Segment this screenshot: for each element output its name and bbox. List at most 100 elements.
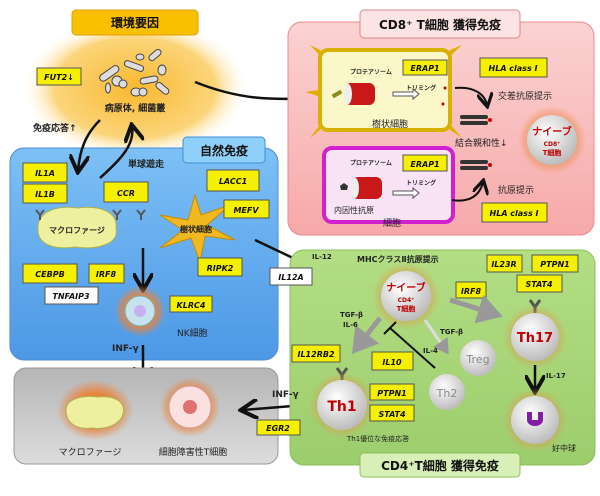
svg-text:IL10: IL10 <box>382 358 402 367</box>
arrow-to-th1 <box>351 316 382 354</box>
th1-dominant-label: Th1優位な免疫応答 <box>346 434 409 443</box>
svg-text:CD8⁺ T細胞 獲得免疫: CD8⁺ T細胞 獲得免疫 <box>379 17 501 32</box>
svg-text:RIPK2: RIPK2 <box>207 264 234 273</box>
svg-text:TNFAIP3: TNFAIP3 <box>52 292 90 301</box>
proteasome-label-dc: プロテアソーム <box>350 68 392 76</box>
svg-text:環境要因: 環境要因 <box>111 15 159 30</box>
cytotoxic-t-cell-icon <box>160 377 220 437</box>
svg-text:PTPN1: PTPN1 <box>540 260 569 269</box>
svg-text:ナイーブ: ナイーブ <box>532 125 571 138</box>
svg-text:STAT4: STAT4 <box>378 410 405 419</box>
innate-title-box: 自然免疫 <box>182 136 266 164</box>
receptor-icons <box>35 209 146 220</box>
gene-il1a: IL1A <box>22 162 68 183</box>
treg-cell: Treg <box>460 340 496 376</box>
arrow-env-to-macrophage <box>78 119 101 170</box>
svg-text:EGR2: EGR2 <box>266 424 290 433</box>
inhibition-th2 <box>383 321 436 369</box>
gene-stat4-th1: STAT4 <box>369 404 415 422</box>
svg-text:IL12A: IL12A <box>278 273 303 282</box>
th17-cell: Th17 <box>503 299 567 369</box>
svg-text:Treg: Treg <box>465 353 489 366</box>
neutrophil-cell <box>503 388 567 452</box>
gene-irf8-innate: IRF8 <box>88 263 125 284</box>
tgfb-label-1: TGF-β <box>340 311 363 319</box>
gene-mefv: MEFV <box>223 199 270 219</box>
arrow-antigen-presentation <box>451 182 483 202</box>
dc-label: 樹状細胞 <box>372 118 408 130</box>
naive-cd4-t-cell: ナイーブ CD4⁺ T細胞 <box>372 262 440 330</box>
svg-text:IL1B: IL1B <box>35 190 55 199</box>
immune-response-label: 免疫応答↑ <box>33 122 77 134</box>
cytotoxic-t-label: 細胞障害性T細胞 <box>159 446 228 458</box>
svg-text:HLA class I: HLA class I <box>490 209 539 218</box>
infg-label-th1: INF-γ <box>272 390 299 400</box>
tgfb-label-2: TGF-β <box>440 328 463 336</box>
gene-il12a: IL12A <box>269 267 313 286</box>
gene-erap1-dc: ERAP1 <box>402 59 448 76</box>
trimming-label-dc: トリミング <box>406 84 436 92</box>
monocyte-migration-label: 単球遊走 <box>128 158 164 170</box>
gene-egr2: EGR2 <box>256 419 301 436</box>
gene-ptpn1-th17: PTPN1 <box>531 254 579 273</box>
il12-label: IL-12 <box>312 253 332 261</box>
arrow-to-th17 <box>449 294 503 324</box>
svg-text:CEBPB: CEBPB <box>35 270 64 279</box>
gene-ripk2: RIPK2 <box>197 257 243 277</box>
mhc-class-ii-label: MHCクラスⅡ抗原提示 <box>357 254 439 264</box>
cd8-title-box: CD8⁺ T細胞 獲得免疫 <box>359 9 521 39</box>
gene-cebpb: CEBPB <box>22 263 78 284</box>
gene-hla-class-i-2: HLA class I <box>481 202 548 223</box>
arrow-to-treg <box>423 319 449 355</box>
svg-text:IRF8: IRF8 <box>96 270 117 279</box>
nk-cell-icon <box>114 285 166 337</box>
macrophage-icon: マクロファージ <box>37 206 117 249</box>
svg-text:T細胞: T細胞 <box>397 304 416 313</box>
effector-panel <box>13 367 279 465</box>
arrow-cross-presentation <box>454 86 487 105</box>
svg-text:HLA class I: HLA class I <box>489 64 538 73</box>
antigen-presentation-label: 抗原提示 <box>498 184 534 196</box>
cd4-title-box: CD4⁺T細胞 獲得免疫 <box>359 452 521 478</box>
svg-text:Th1: Th1 <box>327 399 356 415</box>
gene-erap1-cell: ERAP1 <box>402 154 448 172</box>
svg-text:CCR: CCR <box>117 189 135 198</box>
il6-label: IL-6 <box>343 321 358 329</box>
gene-irf8-cd4: IRF8 <box>455 281 487 299</box>
il4-label: IL-4 <box>423 347 438 355</box>
svg-text:マクロファージ: マクロファージ <box>49 225 105 235</box>
gene-ccr: CCR <box>103 181 149 203</box>
gene-il23r: IL23R <box>486 254 523 273</box>
svg-text:CD4⁺: CD4⁺ <box>398 297 415 304</box>
svg-text:IL1A: IL1A <box>35 169 55 178</box>
nk-cell-label: NK細胞 <box>177 327 208 339</box>
svg-text:ERAP1: ERAP1 <box>410 64 439 73</box>
gene-stat4-th17: STAT4 <box>516 274 563 293</box>
gene-fut2: FUT2↓ <box>36 67 82 86</box>
svg-text:T細胞: T細胞 <box>543 148 562 157</box>
svg-text:PTPN1: PTPN1 <box>377 389 406 398</box>
bacteria-icon <box>99 48 170 97</box>
svg-text:Th17: Th17 <box>517 331 553 346</box>
gene-lacc1: LACC1 <box>206 169 260 192</box>
gene-il10: IL10 <box>371 351 414 371</box>
il17-label: IL-17 <box>546 372 566 380</box>
gene-klrc4: KLRC4 <box>169 295 213 313</box>
mhc-complex-icon <box>460 115 492 125</box>
binding-affinity-label: 結合親和性↓ <box>455 137 508 149</box>
svg-text:MEFV: MEFV <box>233 206 259 215</box>
svg-text:KLRC4: KLRC4 <box>177 301 206 310</box>
svg-text:ERAP1: ERAP1 <box>410 160 439 169</box>
infg-label-innate: INF-γ <box>112 344 139 354</box>
arrow-monocyte-migration <box>99 127 132 179</box>
th1-cell: Th1 <box>309 367 375 438</box>
svg-text:LACC1: LACC1 <box>219 177 247 186</box>
proteasome-label-cell: プロテアソーム <box>350 159 392 167</box>
neutrophil-label: 好中球 <box>552 443 576 453</box>
trimming-label-cell: トリミング <box>406 179 436 187</box>
gene-hla-class-i-1: HLA class I <box>479 57 548 78</box>
svg-text:IL23R: IL23R <box>491 260 516 269</box>
svg-text:STAT4: STAT4 <box>525 280 552 289</box>
effector-macrophage-icon <box>57 380 133 440</box>
